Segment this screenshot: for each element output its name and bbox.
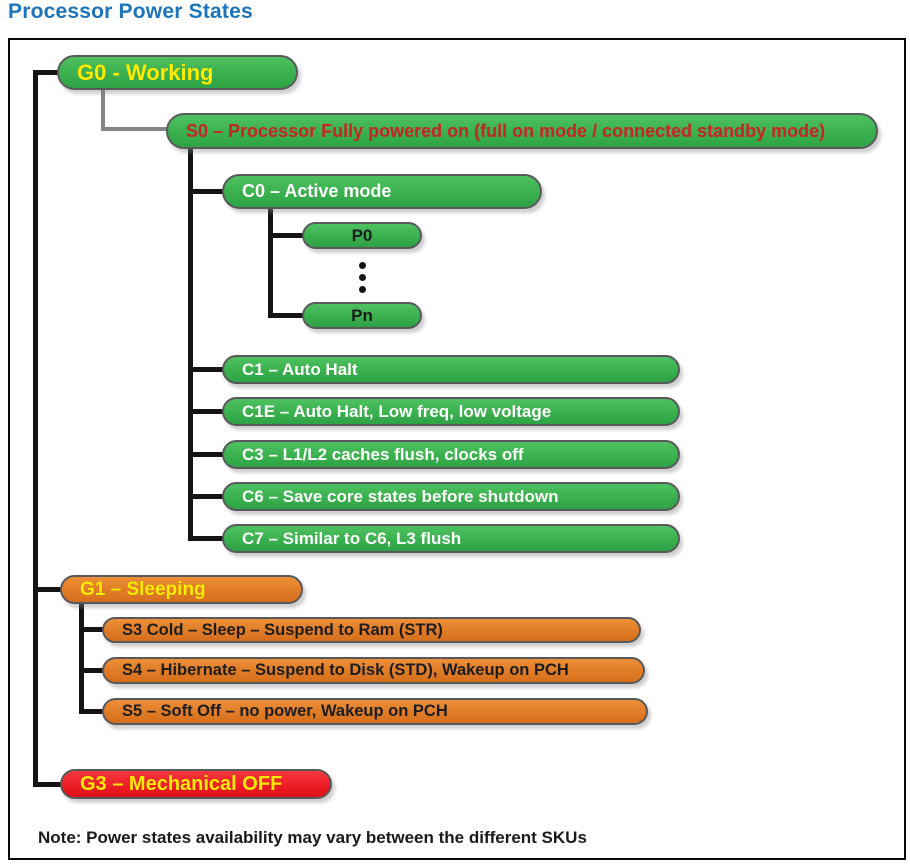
connector-stub-pn	[268, 313, 304, 318]
connector-g0-s0-horizontal	[101, 127, 167, 131]
node-s3-cold-sleep: S3 Cold – Sleep – Suspend to Ram (STR)	[102, 617, 641, 643]
connector-stub-c1e	[188, 409, 224, 414]
node-c7-l3-flush: C7 – Similar to C6, L3 flush	[222, 524, 680, 553]
node-c1e-low-freq: C1E – Auto Halt, Low freq, low voltage	[222, 397, 680, 426]
p-state-ellipsis-dot	[359, 262, 366, 269]
connector-g0-s0-vertical	[101, 88, 105, 131]
connector-stub-p0	[268, 233, 304, 238]
node-g3-mechanical-off: G3 – Mechanical OFF	[60, 769, 332, 799]
node-pn: Pn	[302, 302, 422, 329]
connector-s0-trunk	[188, 148, 193, 541]
connector-stub-c3	[188, 452, 224, 457]
node-g1-sleeping: G1 – Sleeping	[60, 575, 303, 604]
connector-c0-trunk	[268, 208, 273, 318]
connector-stub-s5	[79, 709, 104, 714]
connector-stub-c1	[188, 367, 224, 372]
p-state-ellipsis-dot	[359, 274, 366, 281]
connector-stub-c0	[188, 189, 224, 194]
node-p0: P0	[302, 222, 422, 249]
node-c0-active-mode: C0 – Active mode	[222, 174, 542, 209]
node-c1-auto-halt: C1 – Auto Halt	[222, 355, 680, 384]
connector-stub-c7	[188, 536, 224, 541]
connector-stub-s4	[79, 668, 104, 673]
connector-g1-trunk	[79, 602, 84, 714]
node-c3-caches-flush: C3 – L1/L2 caches flush, clocks off	[222, 440, 680, 469]
node-c6-save-core-states: C6 – Save core states before shutdown	[222, 482, 680, 511]
p-state-ellipsis-dot	[359, 286, 366, 293]
footnote: Note: Power states availability may vary…	[38, 828, 587, 847]
node-s5-soft-off: S5 – Soft Off – no power, Wakeup on PCH	[102, 698, 648, 725]
connector-stub-g3	[33, 782, 62, 787]
page-title: Processor Power States	[8, 0, 253, 23]
node-g0-working: G0 - Working	[57, 55, 298, 90]
connector-stub-g1	[33, 587, 62, 592]
connector-main-trunk	[33, 70, 38, 787]
connector-stub-c6	[188, 494, 224, 499]
node-s4-hibernate: S4 – Hibernate – Suspend to Disk (STD), …	[102, 657, 645, 684]
connector-stub-s3	[79, 627, 104, 632]
node-s0-fully-powered-on: S0 – Processor Fully powered on (full on…	[166, 113, 878, 149]
connector-stub-g0	[33, 70, 59, 75]
